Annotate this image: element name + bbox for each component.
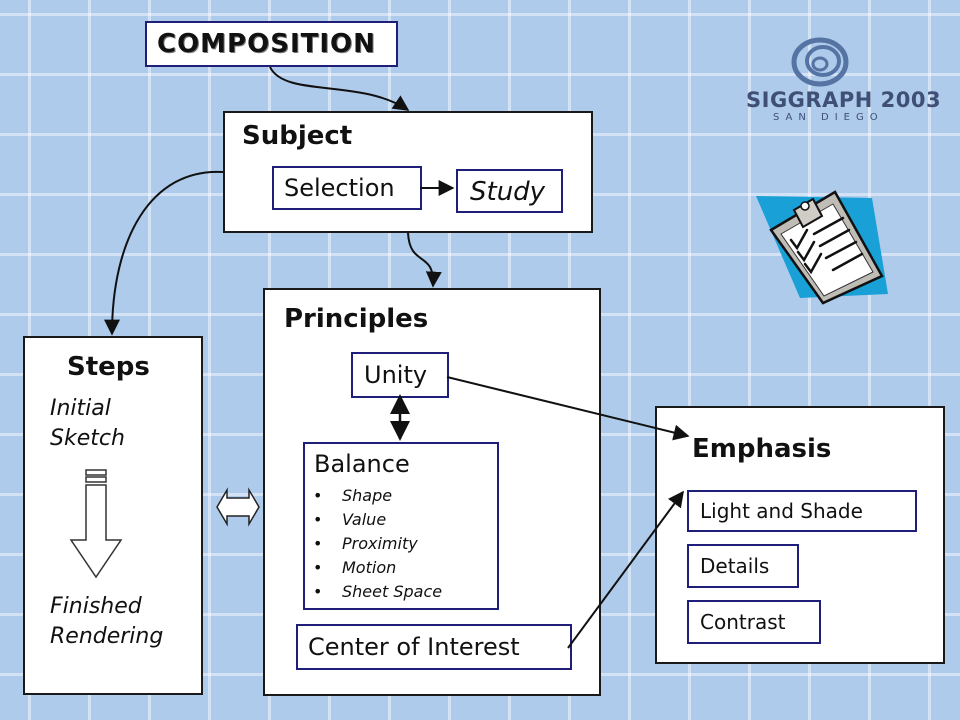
double-arrow-icon [216, 487, 260, 527]
steps-start-line: Sketch [50, 426, 125, 451]
subject-box: Subject Selection Study [223, 111, 593, 233]
composition-to-subject-arrow [269, 66, 410, 111]
balance-item: Shape [305, 484, 442, 508]
unity-box: Unity [351, 352, 449, 398]
selection-box: Selection [272, 166, 422, 210]
siggraph-logo: SIGGRAPH 2003 SAN DIEGO [746, 37, 941, 123]
contrast-box: Contrast [687, 600, 821, 644]
balance-list: Shape Value Proximity Motion Sheet Space [305, 484, 442, 604]
steps-end-label: Finished Rendering [50, 592, 163, 652]
balance-item: Motion [305, 556, 442, 580]
principles-heading: Principles [284, 304, 429, 334]
balance-label: Balance [314, 450, 410, 478]
details-box: Details [687, 544, 799, 588]
balance-box: Balance Shape Value Proximity Motion She… [303, 442, 499, 610]
composition-title: COMPOSITION [145, 21, 398, 67]
steps-box: Steps Initial Sketch Finished Rendering [23, 336, 203, 695]
steps-heading: Steps [67, 352, 150, 382]
balance-item: Sheet Space [305, 580, 442, 604]
siggraph-swirl-icon [791, 37, 849, 87]
steps-progress-arrow [69, 469, 123, 579]
subject-to-principles-arrow [407, 232, 442, 288]
balance-item: Proximity [305, 532, 442, 556]
steps-start-line: Initial [50, 396, 111, 421]
clipboard-checklist-icon [756, 190, 888, 305]
center-to-emphasis-arrow [567, 490, 684, 649]
siggraph-logo-text: SIGGRAPH 2003 [746, 88, 941, 112]
siggraph-location-text: SAN DIEGO [773, 112, 884, 123]
unity-to-emphasis-arrow [446, 376, 690, 441]
emphasis-box: Emphasis Light and Shade Details Contras… [655, 406, 945, 664]
steps-end-line: Finished [50, 594, 142, 619]
steps-start-label: Initial Sketch [50, 394, 125, 454]
principles-box: Principles Unity Balance Shape Value Pro… [263, 288, 601, 696]
subject-to-steps-arrow [104, 170, 224, 336]
center-of-interest-box: Center of Interest [296, 624, 572, 670]
steps-end-line: Rendering [50, 624, 164, 649]
balance-item: Value [305, 508, 442, 532]
emphasis-heading: Emphasis [692, 434, 832, 464]
light-and-shade-box: Light and Shade [687, 490, 917, 532]
subject-heading: Subject [242, 121, 353, 151]
study-box: Study [456, 169, 563, 213]
